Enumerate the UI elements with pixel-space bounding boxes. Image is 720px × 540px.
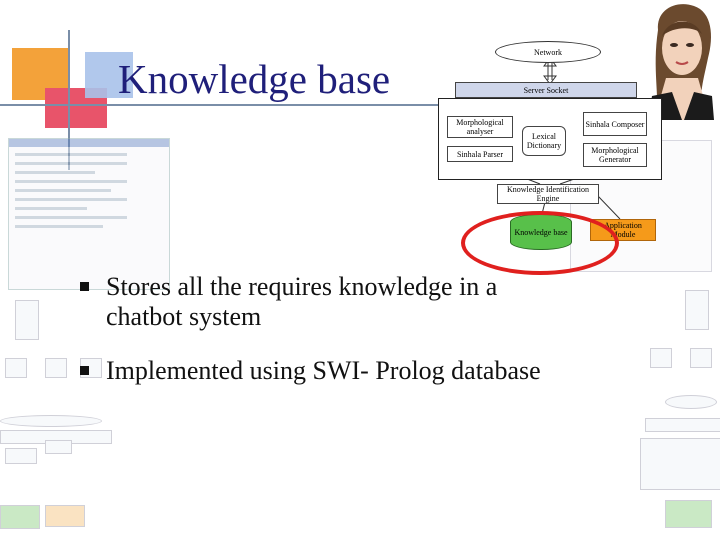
server-socket-box: Server Socket bbox=[455, 82, 637, 98]
bullet-item: Stores all the requires knowledge in a c… bbox=[80, 272, 556, 332]
decor-vertical-line bbox=[68, 30, 70, 170]
network-cloud: Network bbox=[495, 41, 601, 63]
background-diagram-left bbox=[0, 290, 112, 535]
lexical-dictionary-box: Lexical Dictionary bbox=[522, 126, 566, 156]
woman-illustration bbox=[648, 4, 714, 120]
bullet-marker-icon bbox=[80, 282, 89, 291]
decor-square-blue bbox=[85, 52, 133, 98]
decor-horizontal-line bbox=[0, 104, 470, 106]
highlight-ellipse bbox=[461, 211, 619, 275]
bullet-marker-icon bbox=[80, 366, 89, 375]
bullet-text: Stores all the requires knowledge in a c… bbox=[106, 272, 498, 331]
morphological-generator-box: Morphological Generator bbox=[583, 143, 647, 167]
slide-title: Knowledge base bbox=[118, 56, 391, 102]
morphological-analyser-box: Morphological analyser bbox=[447, 116, 513, 138]
sinhala-composer-box: Sinhala Composer bbox=[583, 112, 647, 136]
background-diagram-right bbox=[635, 280, 720, 535]
bullet-text: Implemented using SWI- Prolog database bbox=[106, 356, 541, 385]
knowledge-identification-engine-box: Knowledge Identification Engine bbox=[497, 184, 599, 204]
background-window-screenshot bbox=[8, 138, 170, 290]
sinhala-parser-box: Sinhala Parser bbox=[447, 146, 513, 162]
bullet-item: Implemented using SWI- Prolog database bbox=[80, 356, 556, 386]
